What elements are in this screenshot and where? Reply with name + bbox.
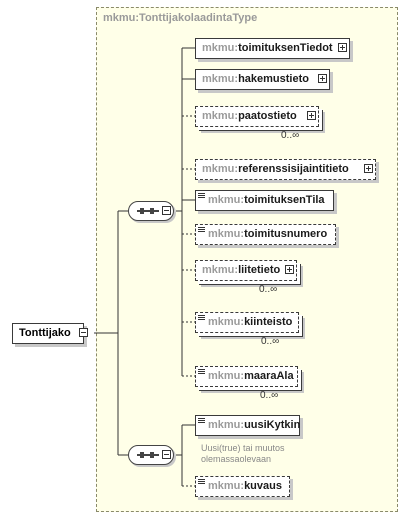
sequence-icon [137, 452, 159, 458]
simple-type-icon [198, 418, 205, 424]
cardinality-label: 0..∞ [260, 390, 279, 401]
expand-icon[interactable] [307, 111, 316, 120]
element-kiinteisto[interactable]: mkmu:kiinteisto [195, 312, 299, 333]
element-name: kiinteisto [244, 316, 293, 328]
element-referenssisijaintitieto[interactable]: mkmu:referenssisijaintitieto [195, 159, 376, 180]
element-name: maaraAla [244, 370, 294, 382]
simple-type-icon [198, 315, 205, 321]
sequence-icon [137, 208, 159, 214]
expand-icon[interactable] [364, 164, 373, 173]
root-element-label: Tonttijako [19, 327, 71, 339]
element-name: kuvaus [244, 480, 282, 492]
element-toimituksentiedot[interactable]: mkmu:toimituksenTiedot [195, 38, 350, 59]
element-name: toimituksenTiedot [238, 42, 333, 54]
expand-icon[interactable] [338, 43, 347, 52]
element-paatostieto[interactable]: mkmu:paatostieto [195, 106, 319, 127]
namespace-prefix: mkmu: [202, 110, 239, 122]
namespace-prefix: mkmu: [208, 316, 245, 328]
namespace-prefix: mkmu: [202, 73, 239, 85]
complex-type-title: mkmu:TonttijakolaadintaType [103, 12, 258, 24]
simple-type-icon [198, 369, 205, 375]
namespace-prefix: mkmu: [208, 228, 245, 240]
namespace-prefix: mkmu: [202, 163, 239, 175]
element-name: hakemustieto [238, 73, 309, 85]
element-name: referenssisijaintitieto [238, 163, 349, 175]
cardinality-label: 0..∞ [261, 336, 280, 347]
namespace-prefix: mkmu: [208, 480, 245, 492]
element-hakemustieto[interactable]: mkmu:hakemustieto [195, 69, 330, 90]
element-maaraala[interactable]: mkmu:maaraAla [195, 366, 298, 387]
cardinality-label: 0..∞ [281, 130, 300, 141]
collapse-icon[interactable] [162, 206, 171, 215]
element-name: liitetieto [238, 264, 281, 276]
cardinality-label: 0..∞ [259, 284, 278, 295]
element-name: toimituksenTila [244, 194, 325, 206]
element-toimitusnumero[interactable]: mkmu:toimitusnumero [195, 224, 336, 245]
element-name: toimitusnumero [244, 228, 328, 240]
simple-type-icon [198, 193, 205, 199]
element-name: uusiKytkin [244, 419, 301, 431]
root-element-tonttijako[interactable]: Tonttijako [12, 323, 84, 344]
namespace-prefix: mkmu: [202, 264, 239, 276]
expand-icon[interactable] [285, 265, 294, 274]
expand-icon[interactable] [318, 74, 327, 83]
element-uusikytkin[interactable]: mkmu:uusiKytkin [195, 415, 300, 436]
namespace-prefix: mkmu: [208, 370, 245, 382]
namespace-prefix: mkmu: [208, 419, 245, 431]
element-toimituksentila[interactable]: mkmu:toimituksenTila [195, 190, 334, 211]
namespace-prefix: mkmu: [202, 42, 239, 54]
uusikytkin-documentation: Uusi(true) tai muutos olemassaolevaan [201, 443, 285, 464]
simple-type-icon [198, 227, 205, 233]
collapse-icon[interactable] [162, 450, 171, 459]
element-liitetieto[interactable]: mkmu:liitetieto [195, 260, 297, 281]
collapse-icon[interactable] [79, 328, 88, 337]
simple-type-icon [198, 479, 205, 485]
namespace-prefix: mkmu: [208, 194, 245, 206]
element-name: paatostieto [238, 110, 297, 122]
element-kuvaus[interactable]: mkmu:kuvaus [195, 476, 290, 497]
